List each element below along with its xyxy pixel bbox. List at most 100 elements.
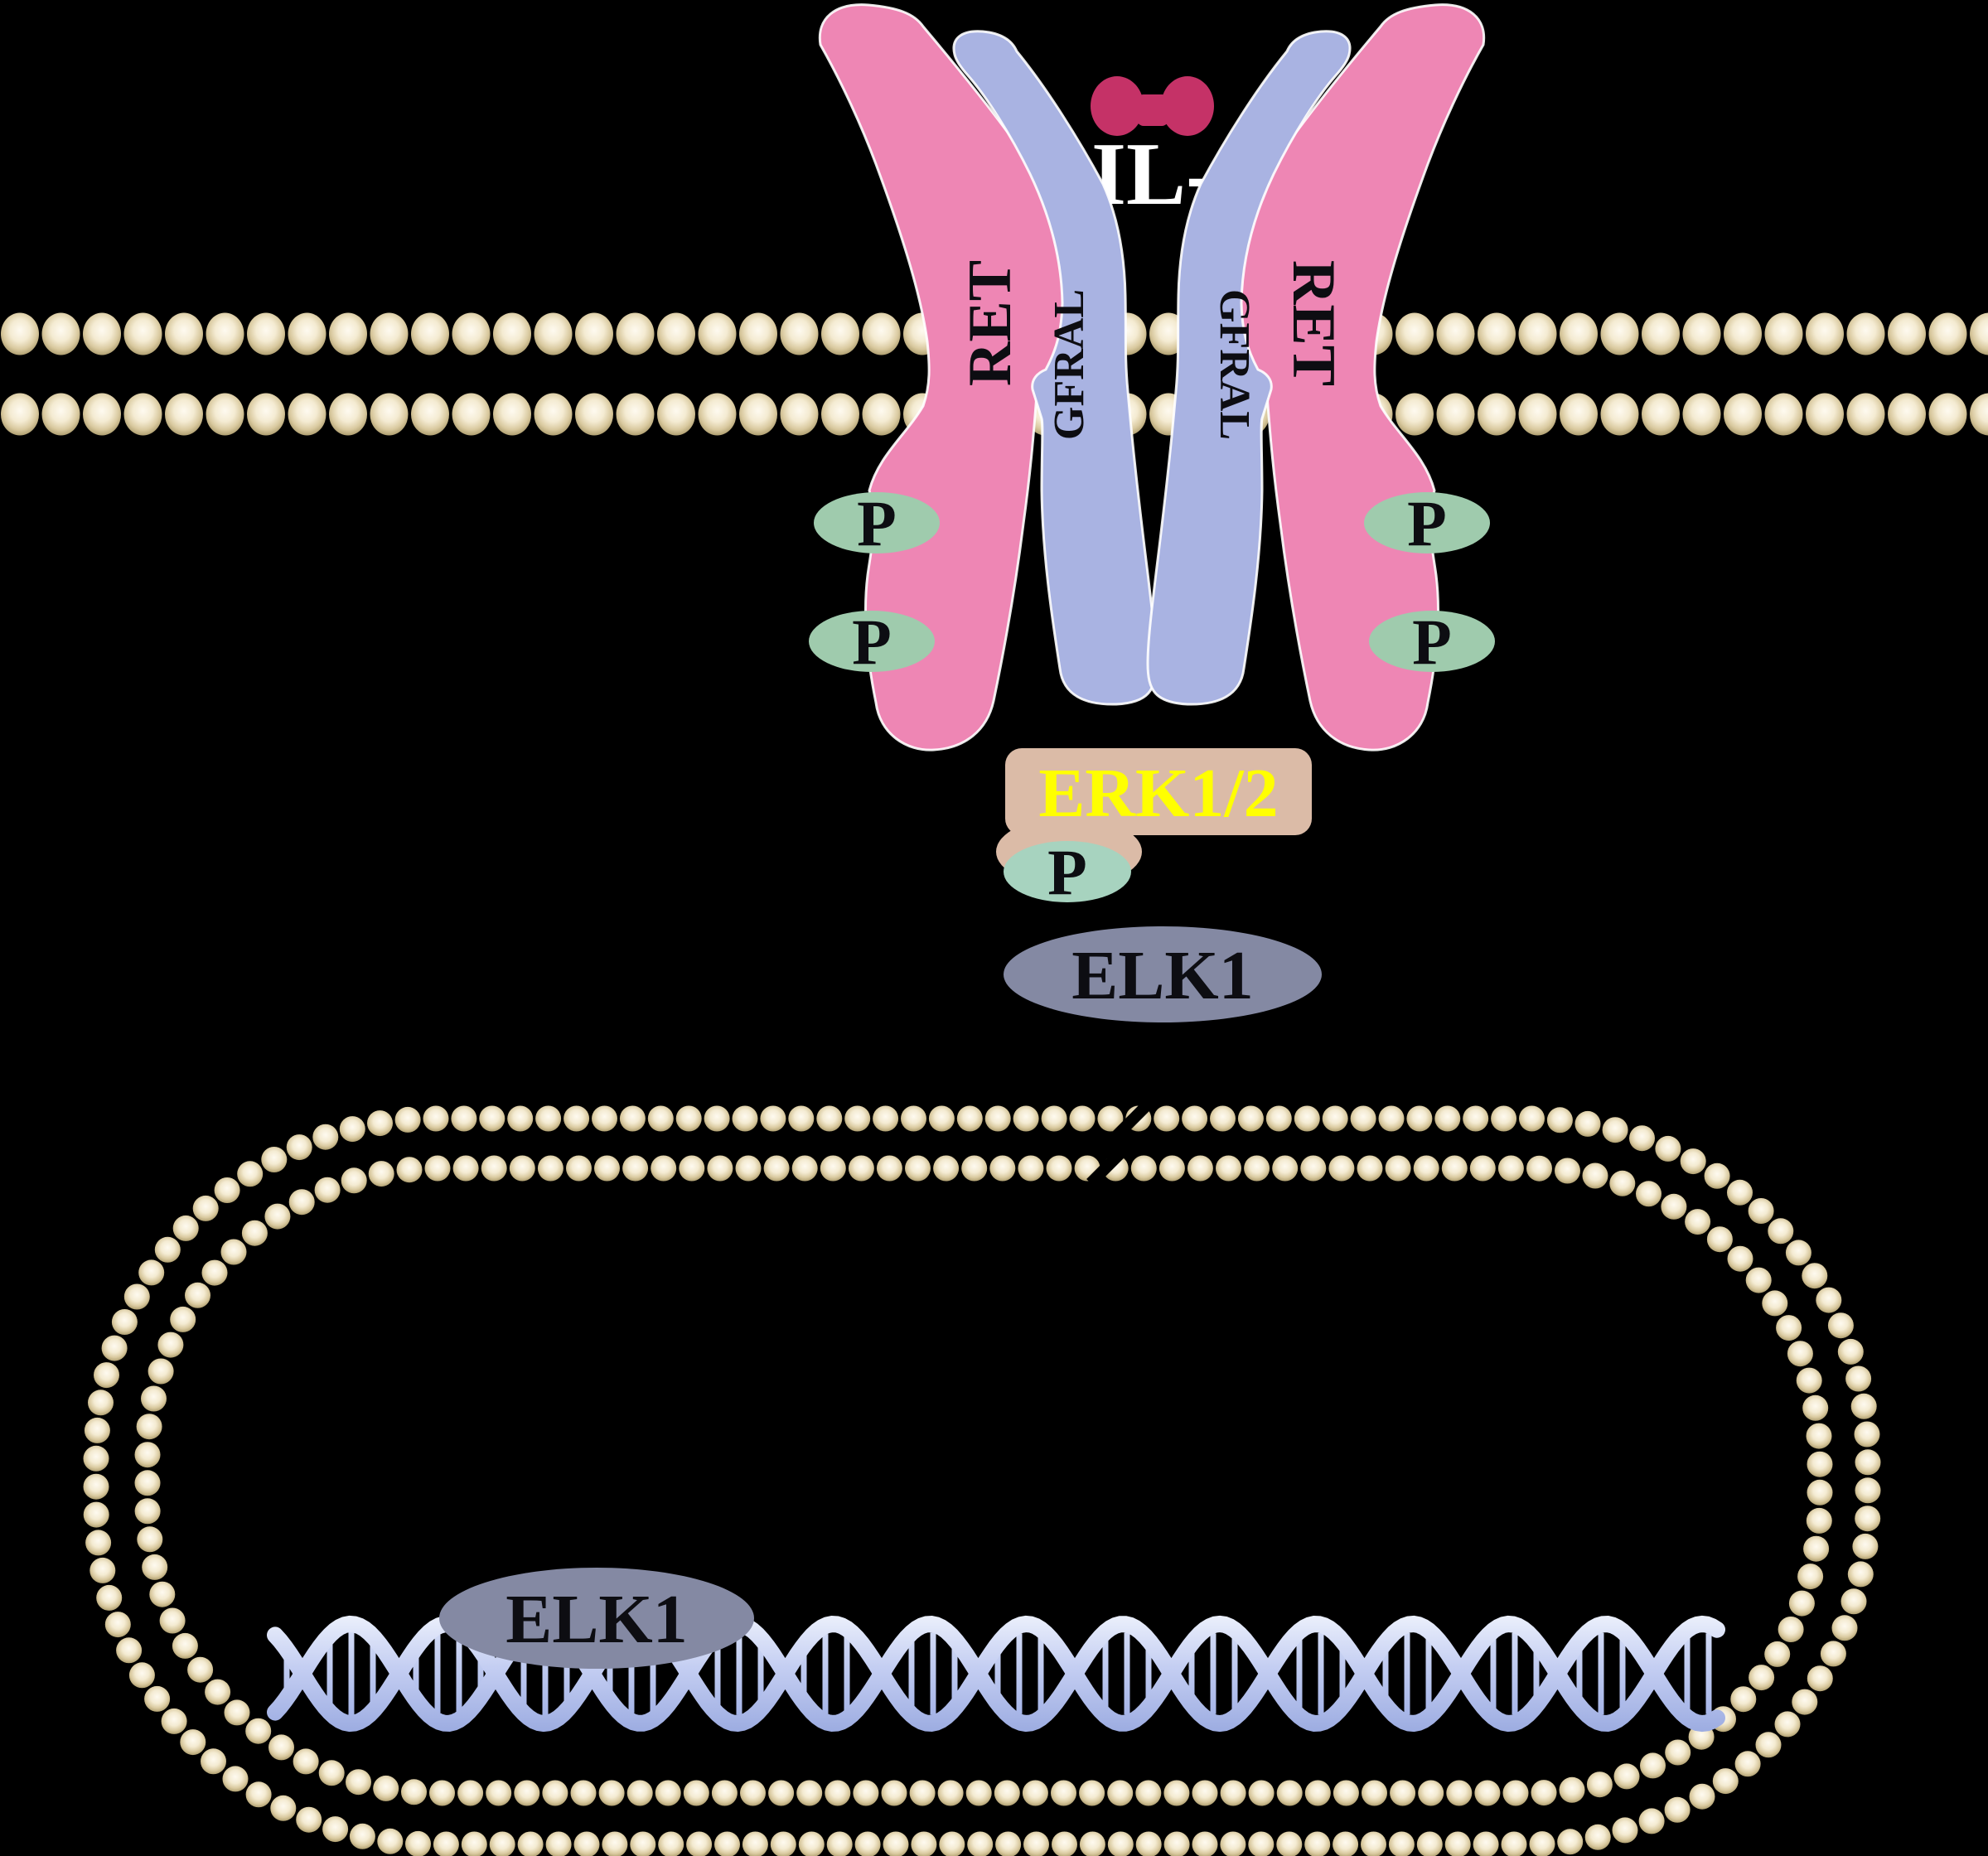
nuclear-bead: [318, 1760, 345, 1786]
dna-rung: [1188, 1651, 1195, 1696]
nuclear-bead: [1210, 1105, 1236, 1132]
nuclear-bead: [84, 1417, 110, 1443]
elk1-ellipse: [439, 1568, 754, 1669]
nuclear-bead: [88, 1390, 114, 1416]
nuclear-bead: [1806, 1423, 1832, 1449]
nuclear-bead: [346, 1769, 371, 1796]
elk1-ellipse: [1004, 926, 1322, 1022]
dna-rung: [1705, 1633, 1712, 1714]
nuclear-bead: [1501, 1831, 1527, 1856]
nuclear-bead: [816, 1105, 843, 1132]
erk-label: ERK1/2: [1038, 755, 1278, 832]
membrane-bead: [1560, 312, 1598, 355]
nuclear-bead: [1727, 1245, 1753, 1272]
membrane-bead: [698, 312, 737, 355]
membrane-bead: [1682, 393, 1721, 436]
dna-strand-1: [267, 1615, 1725, 1733]
nuclear-bead: [570, 1780, 597, 1806]
membrane-bead: [1928, 312, 1967, 355]
nuclear-bead: [1854, 1421, 1880, 1448]
membrane-bead: [206, 393, 244, 436]
nuclear-bead: [286, 1134, 312, 1161]
nuclear-bead: [1052, 1831, 1077, 1856]
nuclear-bead: [296, 1806, 322, 1833]
dna-rung: [1318, 1632, 1324, 1715]
dna-rung: [1684, 1638, 1691, 1709]
nuclear-bead: [826, 1831, 853, 1856]
membrane-bead: [1888, 393, 1926, 436]
dna-rung: [520, 1642, 527, 1705]
nuclear-bead: [377, 1828, 404, 1854]
membrane-bead: [1, 312, 39, 355]
membrane-bead: [698, 393, 737, 436]
membrane-bead: [123, 393, 162, 436]
nuclear-bead: [564, 1105, 590, 1132]
nuclear-bead: [1546, 1107, 1573, 1133]
nuclear-bead: [1807, 1479, 1833, 1506]
nuclear-bead: [876, 1155, 902, 1182]
nuclear-bead: [461, 1831, 487, 1856]
nuclear-bead: [1555, 1158, 1580, 1184]
dna-rung: [1533, 1650, 1540, 1698]
membrane-bead: [780, 312, 819, 355]
nuclear-bead: [349, 1823, 375, 1849]
membrane-bead: [821, 393, 859, 436]
elk1-label: ELK1: [1071, 937, 1253, 1014]
nuclear-bead: [1418, 1780, 1444, 1806]
nuclear-bead: [1785, 1240, 1811, 1266]
nuclear-bead: [1444, 1831, 1471, 1856]
nuclear-bead: [1574, 1110, 1601, 1137]
nuclear-bead: [452, 1155, 479, 1182]
membrane-bead: [575, 393, 613, 436]
nuclear-bead: [1788, 1590, 1815, 1617]
dna-rung: [757, 1646, 764, 1701]
membrane-bead: [1806, 312, 1844, 355]
nuclear-bead: [123, 1283, 150, 1310]
membrane-bead: [1764, 393, 1803, 436]
nuclear-bead: [622, 1155, 649, 1182]
nuclear-bead: [1416, 1831, 1443, 1856]
nuclear-bead: [651, 1155, 677, 1182]
nuclear-bead: [172, 1215, 199, 1241]
nuclear-bead: [1357, 1155, 1383, 1182]
nuclear-bead: [1787, 1341, 1813, 1367]
membrane-bead: [329, 312, 367, 355]
nuclear-bead: [104, 1612, 131, 1638]
nuclear-bead: [1774, 1711, 1801, 1738]
nuclear-bead: [1636, 1181, 1662, 1207]
ligand-dimer: [1091, 76, 1214, 136]
membrane-bead: [1888, 312, 1926, 355]
nuclear-bead: [1762, 1290, 1788, 1317]
nuclear-bead: [965, 1780, 992, 1806]
nuclear-bead: [1135, 1831, 1162, 1856]
nuclear-bead: [1463, 1105, 1489, 1132]
nuclear-bead: [535, 1105, 562, 1132]
dna-rung: [326, 1643, 333, 1704]
dna-rung: [628, 1634, 635, 1713]
nuclear-bead: [270, 1795, 297, 1821]
nuclear-bead: [368, 1161, 394, 1187]
nuclear-bead: [1755, 1732, 1782, 1758]
dna-rung: [456, 1636, 462, 1712]
membrane-bead: [493, 312, 531, 355]
nuclear-bead: [1446, 1780, 1473, 1806]
ligand-connector: [1137, 94, 1168, 126]
dna-rung: [434, 1635, 441, 1713]
nuclear-bead: [424, 1155, 451, 1182]
nuclear-bead: [245, 1781, 272, 1808]
membrane-bead: [1970, 312, 1988, 355]
nuclear-bead: [1107, 1831, 1134, 1856]
nuclear-bead: [1638, 1808, 1665, 1834]
nuclear-bead: [509, 1155, 535, 1182]
nuclear-bead: [1640, 1752, 1666, 1779]
nuclear-bead: [1609, 1170, 1636, 1196]
nuclear-bead: [1322, 1105, 1348, 1132]
nuclear-bead: [760, 1105, 786, 1132]
nuclear-bead: [1276, 1831, 1303, 1856]
nuclear-bead: [481, 1155, 507, 1182]
nuclear-bead: [1852, 1533, 1879, 1559]
nuclear-bead: [820, 1155, 846, 1182]
nuclear-bead: [1664, 1796, 1691, 1823]
nuclear-bead: [423, 1105, 449, 1132]
membrane-bead: [411, 393, 449, 436]
